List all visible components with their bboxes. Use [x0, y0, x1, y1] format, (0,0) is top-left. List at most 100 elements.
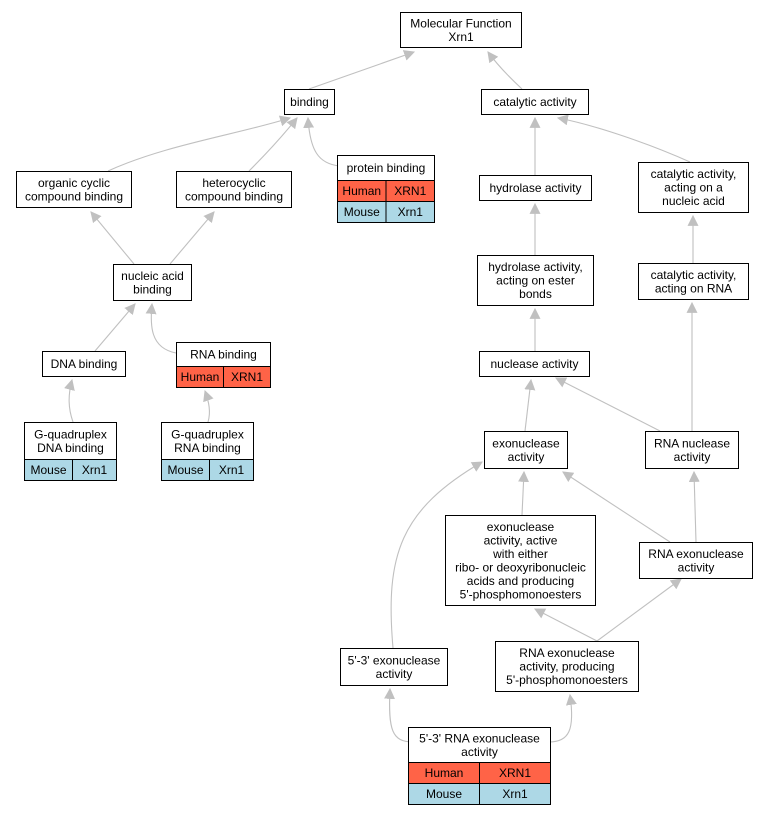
- node-label: exonuclease: [487, 520, 555, 534]
- species-label: Human: [342, 184, 381, 198]
- gene-label: Xrn1: [502, 787, 528, 801]
- node-catalytic-rna[interactable]: catalytic activity,acting on RNA: [638, 263, 749, 300]
- node-label: activity: [376, 667, 413, 681]
- node-label: 5'-phosphomonoesters: [506, 673, 628, 687]
- edge-five-three-rna-to-producing: [548, 693, 577, 743]
- species-label: Mouse: [30, 463, 66, 477]
- node-box: [284, 89, 335, 115]
- node-label: with either: [492, 547, 548, 561]
- node-label: compound binding: [25, 189, 123, 203]
- edge-binding-to-molecular-function: [308, 50, 416, 90]
- node-label: activity, active: [484, 533, 558, 547]
- node-label: compound binding: [185, 189, 283, 203]
- edge-protein-binding-to-binding: [303, 116, 341, 167]
- node-box: [477, 255, 594, 306]
- node-label: binding: [133, 282, 172, 296]
- node-box: [42, 351, 126, 377]
- node-label: activity: [508, 450, 545, 464]
- gene-label: Xrn1: [398, 205, 424, 219]
- node-label: G-quadruplex: [171, 427, 244, 441]
- node-label: acting on a: [664, 181, 723, 195]
- node-label: exonuclease: [492, 436, 560, 450]
- node-box: [495, 641, 639, 692]
- node-dna-binding[interactable]: DNA binding: [42, 351, 126, 377]
- edge-rna-exonuclease-to-exonuclease: [562, 471, 671, 543]
- node-label: Molecular Function: [410, 16, 511, 30]
- node-label: nuclease activity: [490, 357, 578, 371]
- node-box: [479, 351, 590, 377]
- node-label: RNA exonuclease: [519, 646, 615, 660]
- edge-heterocyclic-to-binding: [248, 117, 298, 172]
- node-hydrolase-activity[interactable]: hydrolase activity: [479, 175, 592, 201]
- node-box: [113, 264, 192, 301]
- node-catalytic-activity[interactable]: catalytic activity: [481, 89, 589, 115]
- node-label: DNA binding: [51, 357, 118, 371]
- node-box: [400, 12, 522, 48]
- node-label: nucleic acid: [121, 269, 184, 283]
- edge-dna-binding-to-nucleic-acid: [94, 303, 136, 352]
- gene-label: XRN1: [231, 370, 263, 384]
- edge-catalytic-to-molecular-function: [487, 51, 523, 90]
- node-label: acids and producing: [467, 574, 574, 588]
- node-label: ribo- or deoxyribonucleic: [455, 560, 586, 574]
- node-label: binding: [290, 95, 329, 109]
- gene-cell: [209, 459, 254, 481]
- node-label: acting on RNA: [655, 281, 732, 295]
- node-label: 5'-3' RNA exonuclease: [419, 731, 540, 745]
- node-box: [340, 648, 448, 686]
- node-box: [445, 515, 596, 606]
- edges: [64, 50, 700, 743]
- species-label: Human: [425, 766, 464, 780]
- node-label: nucleic acid: [662, 194, 725, 208]
- node-label: organic cyclic: [38, 176, 110, 190]
- gene-cell: [223, 366, 271, 388]
- node-label: hydrolase activity,: [488, 260, 582, 274]
- edge-producing-to-rna-exonuclease: [596, 578, 682, 642]
- edge-rna-exonuclease-to-rna-nuclease: [688, 470, 700, 543]
- species-label: Mouse: [344, 205, 380, 219]
- node-label: acting on ester: [496, 274, 575, 288]
- node-box: [481, 89, 589, 115]
- gene-cell: [479, 783, 551, 805]
- edge-five-three-to-exonuclease: [390, 461, 483, 649]
- node-label: catalytic activity,: [651, 268, 737, 282]
- gene-label: Xrn1: [219, 463, 245, 477]
- edge-rna-binding-to-nucleic-acid: [145, 302, 177, 354]
- node-nuclease-activity[interactable]: nuclease activity: [479, 351, 590, 377]
- gene-label: XRN1: [394, 184, 426, 198]
- node-label: 5'-3' exonuclease: [348, 653, 441, 667]
- node-binding[interactable]: binding: [284, 89, 335, 115]
- node-box: [638, 162, 749, 213]
- node-label: activity: [674, 450, 711, 464]
- edge-rna-nuclease-to-nuclease: [555, 377, 661, 432]
- edge-five-three-rna-to-five-three: [384, 687, 414, 743]
- species-label: Mouse: [167, 463, 203, 477]
- node-label: activity, producing: [519, 660, 614, 674]
- node-label: heterocyclic: [202, 176, 265, 190]
- edge-producing-to-active-either: [534, 608, 598, 642]
- edge-nucleic-acid-to-heterocyclic: [169, 211, 215, 265]
- node-box: [16, 171, 132, 208]
- edge-nucleic-acid-to-organic-cyclic: [90, 211, 135, 265]
- node-box: [484, 431, 568, 469]
- edge-catalytic-nucleic-to-catalytic: [556, 114, 691, 163]
